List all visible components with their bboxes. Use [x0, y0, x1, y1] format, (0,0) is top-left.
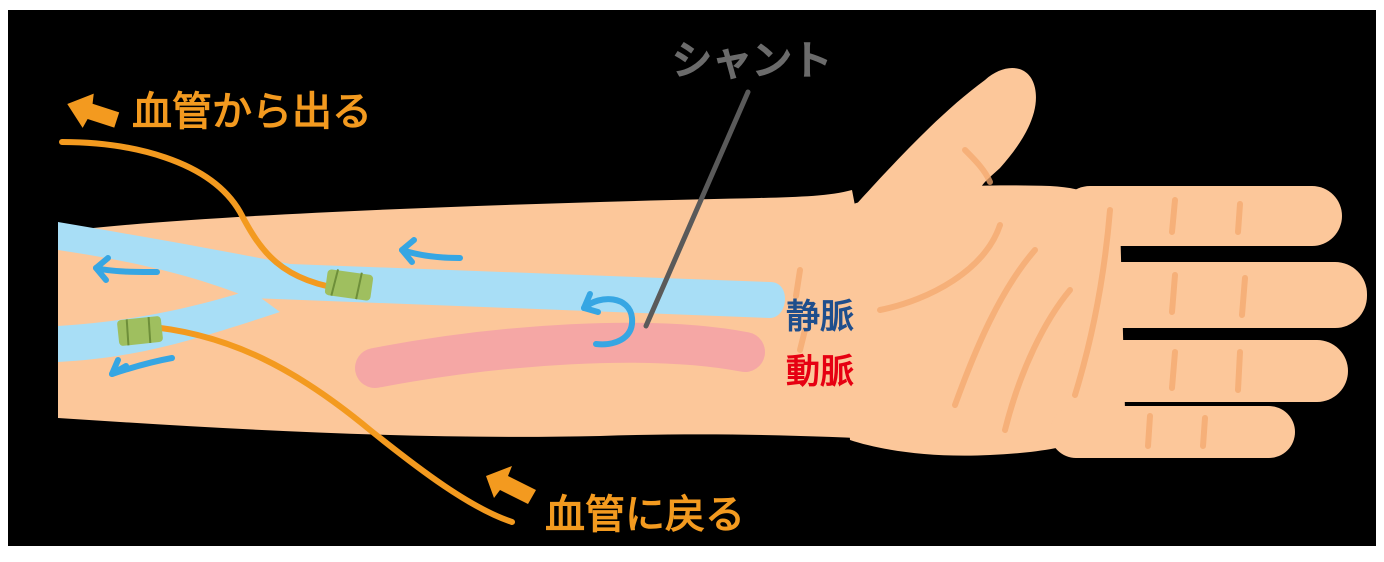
finger-middle	[1065, 262, 1367, 328]
blood-out-label: 血管から出る	[132, 89, 372, 135]
blood-return-label: 血管に戻る	[545, 492, 745, 538]
artery-label: 動脈	[786, 352, 854, 392]
finger-index	[1060, 186, 1342, 246]
artery-vessel	[375, 343, 745, 368]
finger-little	[1050, 406, 1295, 458]
finger-ring	[1060, 340, 1348, 402]
shunt-label: シャント	[672, 38, 832, 84]
needle-return	[117, 316, 163, 346]
vein-label: 静脈	[786, 297, 854, 337]
